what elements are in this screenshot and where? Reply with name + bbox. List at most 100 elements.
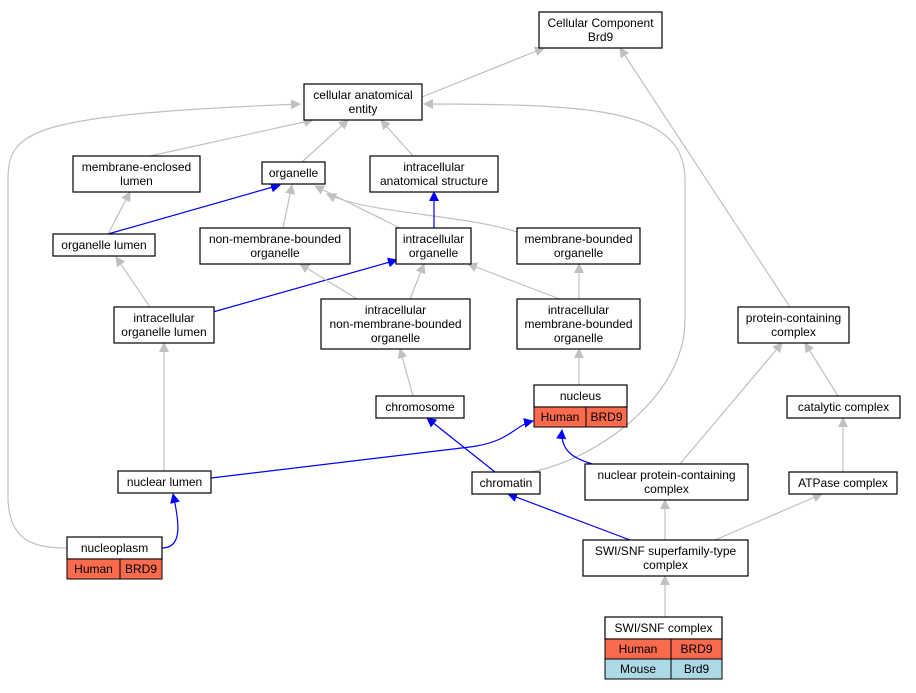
- node-label-cellular-anatomical-entity: cellular anatomical: [313, 88, 412, 102]
- node-label-swi-snf-superfamily: SWI/SNF superfamily-type: [595, 544, 737, 558]
- edge-chromatin-to-chromosome: [426, 417, 496, 473]
- node-label-intracellular-nmbo: non-membrane-bounded: [329, 317, 461, 331]
- node-label-intracellular-nmbo: intracellular: [365, 303, 426, 317]
- node-label-membrane-bounded-organelle: organelle: [554, 246, 604, 260]
- gene-cell-swi-snf-complex: Brd9: [670, 658, 723, 680]
- node-chromosome[interactable]: chromosome: [375, 395, 465, 419]
- node-label-nuclear-protein-containing-complex: nuclear protein-containing: [597, 468, 735, 482]
- edge-organelle_lumen-to-organelle: [107, 182, 281, 235]
- svg-text:BRD9: BRD9: [590, 410, 622, 424]
- node-label-intracellular-organelle: intracellular: [403, 232, 464, 246]
- edge-cellular_anatomical_entity-to-cellular_component: [421, 46, 545, 98]
- node-nuclear-lumen[interactable]: nuclear lumen: [117, 470, 212, 494]
- edge-swisnfsf-to-chromatin: [507, 492, 631, 541]
- species-cell-nucleus: Human: [533, 406, 587, 428]
- node-label-membrane-enclosed-lumen: membrane-enclosed: [82, 160, 191, 174]
- edge-io-to-organelle: [314, 185, 401, 229]
- edge-nuclear_lumen-to-nucleus: [210, 418, 534, 479]
- node-label-atpase-complex: ATPase complex: [798, 476, 888, 490]
- node-chromatin[interactable]: chromatin: [471, 471, 541, 495]
- node-organelle[interactable]: organelle: [261, 161, 326, 185]
- gene-cell-nucleus: BRD9: [585, 406, 628, 428]
- node-label-intracellular-mbo: intracellular: [548, 303, 609, 317]
- node-label-membrane-enclosed-lumen: lumen: [120, 174, 153, 188]
- node-label-nucleus: nucleus: [560, 389, 601, 403]
- node-label-protein-containing-complex: complex: [771, 325, 816, 339]
- edge-inmbo-to-io: [409, 263, 426, 300]
- node-catalytic-complex[interactable]: catalytic complex: [786, 395, 901, 419]
- edge-chromatin-to-cae: [423, 99, 686, 473]
- edge-nmbo-to-organelle: [282, 184, 296, 229]
- node-label-intracellular-anatomical-structure: anatomical structure: [380, 174, 488, 188]
- edge-ias-to-cae: [380, 119, 414, 157]
- edge-organelle-to-cae: [301, 119, 349, 163]
- node-label-intracellular-organelle: organelle: [409, 246, 459, 260]
- node-label-catalytic-complex: catalytic complex: [798, 400, 889, 414]
- edge-chromosome-to-inmbo: [397, 348, 414, 397]
- node-label-nuclear-lumen: nuclear lumen: [127, 475, 202, 489]
- node-atpase-complex[interactable]: ATPase complex: [788, 471, 898, 495]
- edge-mbo-to-organelle: [326, 193, 518, 233]
- svg-text:Mouse: Mouse: [620, 662, 656, 676]
- edge-organelle_lumen-to-mel: [107, 191, 131, 235]
- node-label-nuclear-protein-containing-complex: complex: [644, 482, 689, 496]
- edges-layer: [7, 46, 848, 617]
- svg-text:Human: Human: [541, 410, 580, 424]
- node-organelle-lumen[interactable]: organelle lumen: [52, 233, 156, 257]
- svg-text:Human: Human: [74, 562, 113, 576]
- edge-protein_containing_complex-to-cellular_component: [619, 47, 791, 308]
- edge-nucleoplasm-to-cae: [7, 99, 301, 549]
- node-label-cellular-component: Cellular Component: [547, 16, 654, 30]
- node-label-membrane-bounded-organelle: membrane-bounded: [524, 232, 632, 246]
- node-label-intracellular-anatomical-structure: intracellular: [403, 160, 464, 174]
- svg-text:BRD9: BRD9: [680, 642, 712, 656]
- edge-imbo-to-io: [467, 262, 561, 300]
- node-label-intracellular-organelle-lumen: intracellular: [133, 311, 194, 325]
- node-intracellular-nmbo[interactable]: intracellularnon-membrane-boundedorganel…: [320, 298, 471, 350]
- svg-text:Human: Human: [619, 642, 658, 656]
- species-cell-nucleoplasm: Human: [66, 558, 121, 580]
- edge-swisnfsf-to-atpase: [714, 492, 823, 541]
- node-label-intracellular-mbo: organelle: [554, 331, 604, 345]
- node-label-nucleoplasm: nucleoplasm: [81, 541, 148, 555]
- svg-text:Brd9: Brd9: [684, 662, 710, 676]
- node-label-intracellular-nmbo: organelle: [371, 331, 421, 345]
- node-label-non-membrane-bounded-organelle: organelle: [250, 246, 300, 260]
- node-label-intracellular-mbo: membrane-bounded: [524, 317, 632, 331]
- node-label-non-membrane-bounded-organelle: non-membrane-bounded: [209, 232, 341, 246]
- gene-cell-nucleoplasm: BRD9: [119, 558, 163, 580]
- node-label-organelle-lumen: organelle lumen: [61, 238, 146, 252]
- gene-cell-swi-snf-complex: BRD9: [670, 638, 723, 660]
- edge-catalytic-to-pcc: [804, 342, 839, 397]
- node-label-organelle: organelle: [269, 166, 319, 180]
- edge-npcc-to-pcc: [679, 342, 783, 465]
- edge-nucleoplasm-to-nuclear_lumen: [161, 493, 180, 549]
- edge-iol-to-organelle_lumen: [115, 256, 151, 308]
- edge-inmbo-to-nmbo: [299, 263, 358, 300]
- node-label-cellular-component: Brd9: [588, 30, 614, 44]
- node-label-protein-containing-complex: protein-containing: [746, 311, 841, 325]
- node-label-intracellular-organelle-lumen: organelle lumen: [121, 325, 206, 339]
- node-label-chromatin: chromatin: [480, 476, 533, 490]
- node-label-cellular-anatomical-entity: entity: [349, 102, 378, 116]
- svg-text:BRD9: BRD9: [125, 562, 157, 576]
- edge-iol-to-io: [212, 257, 398, 313]
- node-label-swi-snf-superfamily: complex: [643, 558, 688, 572]
